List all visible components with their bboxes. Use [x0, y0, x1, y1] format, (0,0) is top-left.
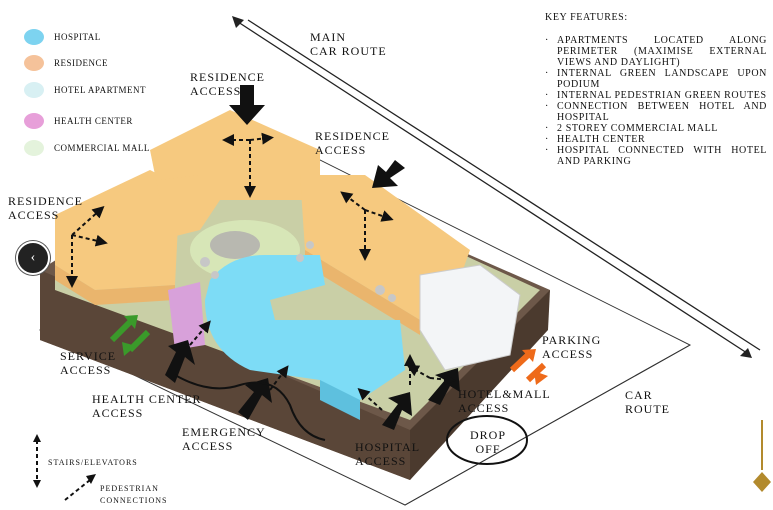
- key-feature-item: 2 storey commercial mall: [545, 123, 767, 134]
- residence-access-right-label: Residence Access: [315, 129, 390, 157]
- swatch-residence: [24, 55, 44, 71]
- chevron-left-icon: ‹: [31, 250, 36, 266]
- previous-button[interactable]: ‹: [16, 241, 50, 275]
- drop-off-label: Drop Off: [470, 428, 506, 456]
- key-feature-item: Connection between hotel and hospital: [545, 101, 767, 123]
- main-car-route-label: Main Car Route: [310, 30, 387, 58]
- swatch-hotel-apartment: [24, 82, 44, 98]
- residence-access-top-label: Residence Access: [190, 70, 265, 98]
- key-feature-item: Internal green landscape upon podium: [545, 68, 767, 90]
- legend-item-health-center: Health Center: [24, 111, 133, 131]
- car-route-label: Car Route: [625, 388, 670, 416]
- key-feature-item: Hospital connected with hotel and parkin…: [545, 145, 767, 167]
- service-access-label: Service Access: [60, 349, 116, 377]
- key-feature-item: Apartments located along perimeter (maxi…: [545, 35, 767, 68]
- legend-item-hospital: Hospital: [24, 27, 101, 47]
- legend-arrows: [37, 440, 90, 500]
- key-feature-item: Health center: [545, 134, 767, 145]
- emergency-access-label: Emergency Access: [182, 425, 266, 453]
- key-feature-item: Internal pedestrian green routes: [545, 90, 767, 101]
- residence-access-left-label: Residence Access: [8, 194, 83, 222]
- swatch-commercial-mall: [24, 140, 44, 156]
- hotel-mall-access-label: Hotel&Mall Access: [458, 387, 551, 415]
- swatch-hospital: [24, 29, 44, 45]
- legend-item-commercial-mall: Commercial Mall: [24, 138, 150, 158]
- swatch-health-center: [24, 113, 44, 129]
- legend-item-residence: Residence: [24, 53, 108, 73]
- key-features: Key Features: Apartments located along p…: [545, 12, 767, 167]
- key-features-title: Key Features:: [545, 12, 767, 23]
- hospital-access-label: Hospital Access: [355, 440, 420, 468]
- parking-access-label: Parking Access: [542, 333, 601, 361]
- health-center-access-label: Health Center Access: [92, 392, 202, 420]
- stairs-elevators-label: Stairs/Elevators: [48, 456, 138, 470]
- legend-item-hotel-apartment: Hotel Apartment: [24, 80, 146, 100]
- gold-diamond: [753, 472, 771, 492]
- pedestrian-connections-label: Pedestrian Connections: [100, 483, 167, 507]
